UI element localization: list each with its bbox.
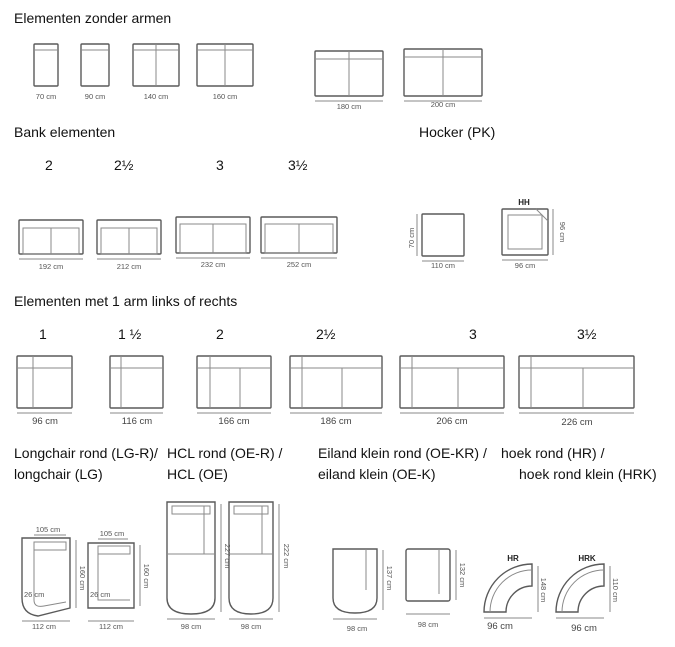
hocker-hh: HH 96 cm 96 cm — [501, 198, 567, 270]
dim-label: 96 cm — [487, 621, 513, 632]
arm-size-label: 1 — [39, 326, 47, 342]
dim-label: 96 cm — [571, 623, 597, 634]
arm-element-3: 206 cm — [399, 355, 505, 427]
arm-element-3-half: 226 cm — [518, 355, 635, 428]
dim-label: 26 cm — [90, 590, 110, 599]
dim-label: 140 cm — [144, 92, 169, 101]
heading-hcl-line2: HCL (OE) — [167, 466, 228, 482]
bank-size-label: 2 — [45, 157, 53, 173]
hr-tag: HR — [507, 554, 519, 563]
dim-label: 148 cm — [539, 578, 548, 603]
dim-label: 90 cm — [85, 92, 105, 101]
dim-label: 226 cm — [561, 417, 592, 428]
dim-label: 212 cm — [117, 262, 142, 271]
eiland-klein-rond: 137 cm 98 cm — [332, 548, 394, 633]
dim-label: 192 cm — [39, 262, 64, 271]
heading-longchair-line2: longchair (LG) — [14, 466, 103, 482]
arm-element-1: 96 cm — [16, 355, 73, 427]
element-zonder-arm-200: 200 cm — [403, 48, 483, 109]
arm-element-2: 166 cm — [196, 355, 272, 427]
dim-label: 160 cm — [213, 92, 238, 101]
dim-label: 166 cm — [218, 416, 249, 427]
dim-label: 160 cm — [142, 564, 151, 589]
dim-label: 98 cm — [347, 624, 367, 633]
hh-tag: HH — [518, 198, 530, 207]
heading-hoek-line2: hoek rond klein (HRK) — [519, 466, 657, 482]
dim-label: 116 cm — [122, 416, 153, 427]
dim-label: 110 cm — [611, 578, 620, 602]
dim-label: 70 cm — [36, 92, 56, 101]
arm-element-1-half: 116 cm — [109, 355, 164, 427]
eiland-klein: 132 cm 98 cm — [405, 548, 467, 629]
dim-label: 112 cm — [32, 622, 56, 631]
arm-size-label: 2½ — [316, 326, 336, 342]
dim-label: 132 cm — [458, 563, 467, 588]
dim-label: 105 cm — [36, 525, 61, 534]
element-zonder-arm-180: 180 cm — [314, 50, 384, 111]
dim-label: 70 cm — [407, 228, 416, 248]
dim-label: 98 cm — [418, 620, 438, 629]
arm-element-2-half: 186 cm — [289, 355, 383, 427]
dim-label: 180 cm — [337, 102, 362, 111]
heading-elementen-met-arm: Elementen met 1 arm links of rechts — [14, 293, 238, 309]
hoek-rond-klein-hrk: HRK 110 cm 96 cm — [555, 554, 620, 634]
dim-label: 96 cm — [32, 416, 58, 427]
dim-label: 98 cm — [181, 622, 201, 631]
heading-hcl-line1: HCL rond (OE-R) / — [167, 445, 283, 461]
arm-size-label: 3 — [469, 326, 477, 342]
element-zonder-arm-70: 70 cm — [33, 43, 59, 101]
dim-label: 222 cm — [282, 544, 291, 569]
heading-eiland-line2: eiland klein (OE-K) — [318, 466, 436, 482]
dim-label: 98 cm — [241, 622, 261, 631]
heading-eiland-line1: Eiland klein rond (OE-KR) / — [318, 445, 487, 461]
dim-label: 26 cm — [24, 590, 44, 599]
longchair-rond: 105 cm 26 cm 160 cm 112 cm — [21, 525, 87, 631]
dim-label: 160 cm — [78, 566, 87, 591]
dim-label: 137 cm — [385, 566, 394, 591]
hcl: 222 cm 98 cm — [228, 501, 291, 631]
dim-label: 186 cm — [320, 416, 351, 427]
bank-size-label: 3½ — [288, 157, 308, 173]
dim-label: 110 cm — [431, 261, 455, 270]
hoek-rond-hr: HR 148 cm 96 cm — [483, 554, 548, 632]
heading-longchair-line1: Longchair rond (LG-R)/ — [14, 445, 158, 461]
bank-size-label: 2½ — [114, 157, 134, 173]
dim-label: 112 cm — [99, 622, 123, 631]
dim-label: 105 cm — [100, 529, 125, 538]
dim-label: 200 cm — [431, 100, 456, 109]
hocker-pk: 110 cm 70 cm — [407, 213, 465, 270]
dim-label: 227 cm — [223, 544, 232, 569]
dim-label: 232 cm — [201, 260, 226, 269]
heading-elementen-zonder-armen: Elementen zonder armen — [14, 10, 172, 26]
hcl-rond: 227 cm 98 cm — [166, 501, 232, 631]
heading-bank-elementen: Bank elementen — [14, 124, 116, 140]
bank-element-2: 192 cm — [18, 219, 84, 271]
bank-element-3: 232 cm — [175, 216, 251, 269]
dim-label: 96 cm — [515, 261, 535, 270]
bank-element-3-half: 252 cm — [260, 216, 338, 269]
element-zonder-arm-90: 90 cm — [80, 43, 110, 101]
element-zonder-arm-160: 160 cm — [196, 43, 254, 101]
dim-label: 206 cm — [436, 416, 467, 427]
arm-size-label: 2 — [216, 326, 224, 342]
heading-hocker: Hocker (PK) — [419, 124, 496, 140]
dim-label: 252 cm — [287, 260, 312, 269]
bank-size-label: 3 — [216, 157, 224, 173]
hrk-tag: HRK — [578, 554, 596, 563]
longchair: 105 cm 26 cm 160 cm 112 cm — [87, 529, 151, 631]
heading-hoek-line1: hoek rond (HR) / — [501, 445, 605, 461]
bank-element-2-half: 212 cm — [96, 219, 162, 271]
arm-size-label: 3½ — [577, 326, 597, 342]
element-zonder-arm-140: 140 cm — [132, 43, 180, 101]
arm-size-label: 1 ½ — [118, 326, 142, 342]
dim-label: 96 cm — [558, 222, 567, 242]
